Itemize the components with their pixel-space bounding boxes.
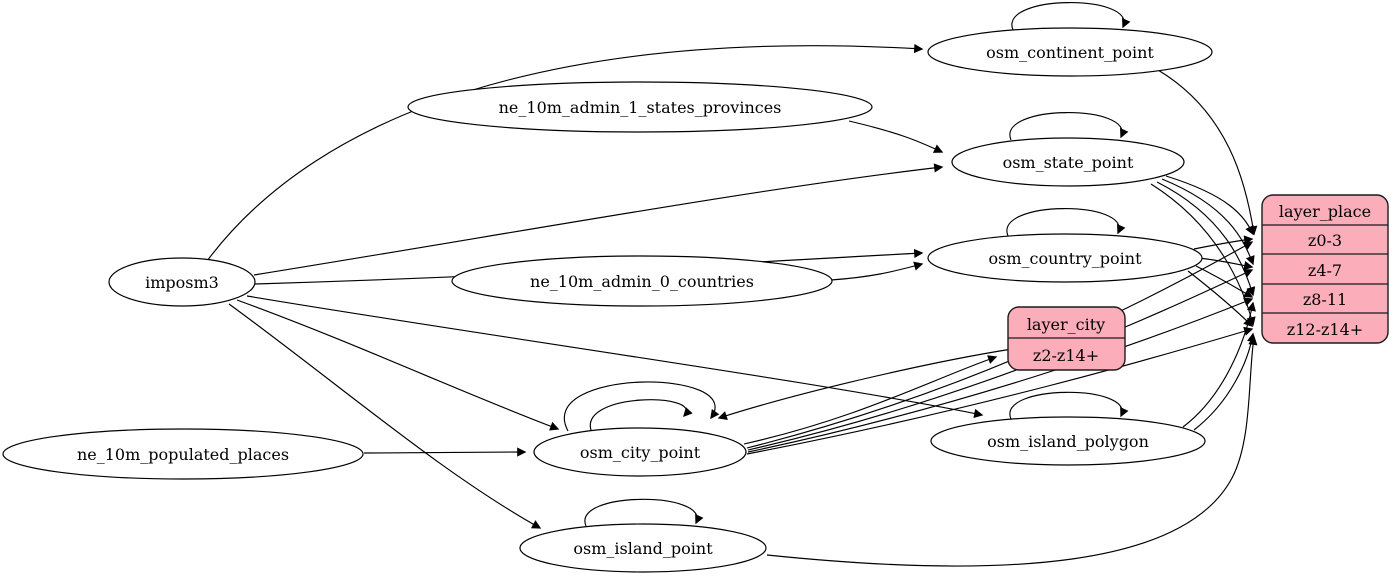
edge-osm_country_point-layer_place-z12-z14 xyxy=(1187,270,1253,327)
edge-osm_country_point-layer_place-z0-3 xyxy=(1193,235,1254,250)
node-osm_island_point: osm_island_point xyxy=(519,523,767,573)
record-layer_city-row-z2-z14: z2-z14+ xyxy=(1033,346,1099,365)
record-layer_place-row-z4-7: z4-7 xyxy=(1308,261,1342,280)
node-osm_country_point-label: osm_country_point xyxy=(988,249,1142,268)
record-layer_city: layer_city z2-z14+ xyxy=(1007,306,1126,371)
node-ne_10m_populated_places-shape xyxy=(2,428,364,480)
node-imposm3-label: imposm3 xyxy=(145,273,219,292)
edge-layer xyxy=(206,2,1258,567)
node-imposm3-shape xyxy=(108,257,256,307)
edge-osm_country_point-layer_place-z8-11 xyxy=(1195,265,1254,298)
edge-osm_island_polygon-layer_place-z12-z14 xyxy=(1193,332,1257,431)
record-layer_place-box xyxy=(1261,194,1389,344)
node-osm_state_point-shape xyxy=(951,137,1185,187)
node-osm_state_point-label: osm_state_point xyxy=(1003,153,1134,172)
edge-osm_city_point-layer_place-z12-z14 xyxy=(746,326,1254,455)
edge-ne_10m_admin_0_countries-osm_country_point xyxy=(830,261,924,281)
node-imposm3: imposm3 xyxy=(108,257,256,307)
node-osm_city_point-label: osm_city_point xyxy=(580,443,701,462)
edge-layer_city-osm_city_point xyxy=(717,348,1013,420)
edge-imposm3-osm_island_point xyxy=(228,303,542,529)
record-layer_place-title: layer_place xyxy=(1279,202,1371,221)
node-ne_10m_admin_1_states_provinces-shape xyxy=(407,81,873,133)
edge-osm_state_point-layer_place-z8-11 xyxy=(1156,181,1256,297)
node-osm_country_point: osm_country_point xyxy=(927,233,1203,283)
edge-imposm3-osm_city_point xyxy=(236,299,560,431)
record-layer_place-row-z0-3: z0-3 xyxy=(1308,231,1342,250)
record-layer_place: layer_place z0-3 z4-7 z8-11 z12-z14+ xyxy=(1261,194,1389,344)
node-osm_island_polygon-shape xyxy=(930,416,1206,466)
node-osm_continent_point: osm_continent_point xyxy=(927,27,1213,77)
self-loop-osm_island_polygon xyxy=(1009,391,1129,420)
self-loop-osm_city_point-inner xyxy=(589,399,693,434)
node-ne_10m_admin_1_states_provinces-label: ne_10m_admin_1_states_provinces xyxy=(499,98,782,117)
edge-ne_10m_populated_places-osm_city_point xyxy=(363,447,527,457)
edge-osm_island_point-layer_place-z12-z14 xyxy=(766,335,1258,567)
self-loop-osm_state_point xyxy=(1009,112,1129,141)
edge-osm_city_point-layer_city-z2-z14 xyxy=(743,355,998,445)
node-ne_10m_admin_0_countries: ne_10m_admin_0_countries xyxy=(451,255,833,307)
node-osm_city_point: osm_city_point xyxy=(533,427,747,477)
edge-imposm3-osm_state_point xyxy=(253,163,944,276)
node-ne_10m_populated_places-label: ne_10m_populated_places xyxy=(77,445,289,464)
node-ne_10m_admin_1_states_provinces: ne_10m_admin_1_states_provinces xyxy=(407,81,873,133)
node-osm_continent_point-label: osm_continent_point xyxy=(986,43,1154,62)
node-osm_city_point-shape xyxy=(533,427,747,477)
edge-imposm3-osm_island_polygon xyxy=(246,295,984,418)
edge-imposm3-osm_continent_point xyxy=(206,43,924,262)
node-osm_island_polygon: osm_island_polygon xyxy=(930,416,1206,466)
node-ne_10m_admin_0_countries-label: ne_10m_admin_0_countries xyxy=(530,272,754,291)
node-osm_island_point-shape xyxy=(519,523,767,573)
edge-osm_continent_point-layer_place-z0-3 xyxy=(1157,69,1258,236)
node-osm_island_point-label: osm_island_point xyxy=(573,539,713,558)
node-osm_island_polygon-label: osm_island_polygon xyxy=(987,432,1149,451)
edge-osm_city_point-layer_place-z8-11 xyxy=(747,297,1254,453)
node-layer: imposm3 ne_10m_admin_1_states_provinces … xyxy=(2,27,1213,573)
edge-osm_country_point-layer_place-z4-7 xyxy=(1198,257,1254,271)
edge-osm_state_point-layer_place-z4-7 xyxy=(1161,178,1255,266)
node-osm_state_point: osm_state_point xyxy=(951,137,1185,187)
record-layer_city-title: layer_city xyxy=(1027,315,1105,334)
record-layer_place-row-z8-11: z8-11 xyxy=(1303,290,1347,309)
node-ne_10m_admin_0_countries-shape xyxy=(451,255,833,307)
node-ne_10m_populated_places: ne_10m_populated_places xyxy=(2,428,364,480)
record-layer_place-row-z12-z14: z12-z14+ xyxy=(1287,320,1363,339)
edge-osm_island_polygon-layer_place-z8-11 xyxy=(1182,301,1256,428)
self-loop-osm_city_point-outer xyxy=(564,381,720,432)
edge-ne_10m_admin_1_states_provinces-osm_state_point xyxy=(848,120,944,153)
self-loop-osm_island_point xyxy=(584,498,704,527)
node-osm_country_point-shape xyxy=(927,233,1203,283)
self-loop-osm_continent_point xyxy=(1011,2,1131,31)
edge-osm_state_point-layer_place-z0-3 xyxy=(1165,175,1254,236)
node-osm_continent_point-shape xyxy=(927,27,1213,77)
self-loop-osm_country_point xyxy=(1006,208,1126,237)
